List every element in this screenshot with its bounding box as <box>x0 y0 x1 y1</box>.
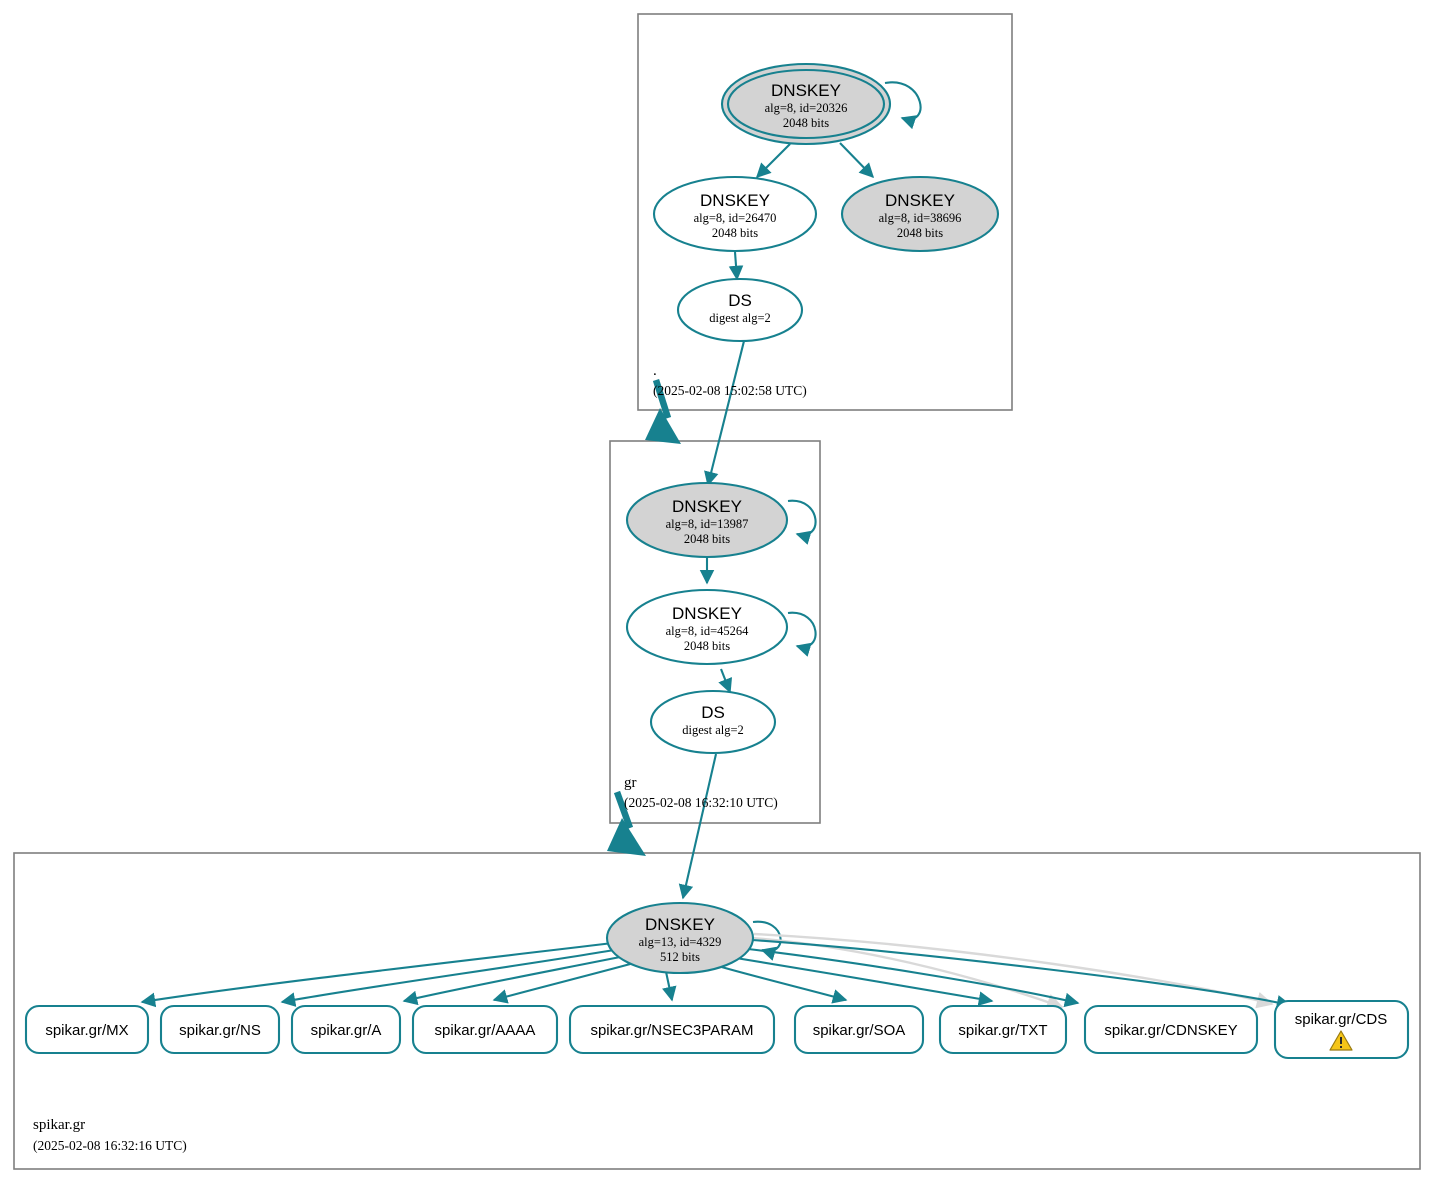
edge-spikar-key-to-cdnskey-insecure <box>751 936 1064 1010</box>
zone-box-root <box>637 13 1013 411</box>
node-gr-dnskey-13987[interactable]: DNSKEY alg=8, id=13987 2048 bits <box>625 481 789 559</box>
edge-root-zsk-to-ds <box>728 251 744 281</box>
rrset-node-txt[interactable]: spikar.gr/TXT <box>938 1004 1068 1055</box>
node-label-line3: 512 bits <box>660 950 700 964</box>
node-label-line2: alg=8, id=45264 <box>666 624 750 638</box>
edge-spikar-key-to-cdnskey <box>747 947 1080 1008</box>
node-label-type: DNSKEY <box>672 497 742 516</box>
edge-spikar-key-to-soa <box>717 964 848 1004</box>
edge-root-ksk-to-key38696 <box>839 142 875 179</box>
edge-spikar-key-to-aaaa <box>492 961 635 1004</box>
rrset-node-soa[interactable]: spikar.gr/SOA <box>793 1004 925 1055</box>
edge-spikar-key-to-a <box>402 955 621 1006</box>
node-gr-dnskey-45264[interactable]: DNSKEY alg=8, id=45264 2048 bits <box>625 588 789 666</box>
node-label-type: DNSKEY <box>700 191 770 210</box>
rrset-label: spikar.gr/TXT <box>958 1022 1047 1039</box>
zone-box-spikar <box>13 852 1421 1170</box>
node-label-line2: alg=8, id=38696 <box>879 211 962 225</box>
edge-gr-ksk-self-sign <box>787 499 817 545</box>
node-label-type: DNSKEY <box>885 191 955 210</box>
node-label-line2: digest alg=2 <box>682 723 744 737</box>
node-label-line2: alg=8, id=20326 <box>765 101 848 115</box>
rrset-label: spikar.gr/NSEC3PARAM <box>590 1022 753 1039</box>
rrset-node-cds[interactable]: spikar.gr/CDS <box>1273 999 1410 1060</box>
node-root-dnskey-38696[interactable]: DNSKEY alg=8, id=38696 2048 bits <box>840 175 1000 253</box>
edge-gr-zsk-self-sign <box>787 611 817 657</box>
rrset-node-cdnskey[interactable]: spikar.gr/CDNSKEY <box>1083 1004 1259 1055</box>
rrset-node-mx[interactable]: spikar.gr/MX <box>24 1004 150 1055</box>
node-label-line2: digest alg=2 <box>709 311 771 325</box>
zone-label-gr: gr <box>624 775 637 791</box>
node-spikar-dnskey-4329[interactable]: DNSKEY alg=13, id=4329 512 bits <box>605 901 755 975</box>
rrset-label: spikar.gr/CDS <box>1295 1011 1388 1028</box>
edge-gr-ds-to-spikar-dnskey <box>678 753 718 900</box>
edge-root-ksk-to-zsk <box>755 143 791 179</box>
node-root-ds[interactable]: DS digest alg=2 <box>676 277 804 343</box>
node-gr-ds[interactable]: DS digest alg=2 <box>649 689 777 755</box>
warning-triangle-icon <box>1329 1030 1353 1051</box>
node-label-type: DS <box>728 291 752 310</box>
node-label-line2: alg=8, id=26470 <box>694 211 777 225</box>
zone-timestamp-spikar: (2025-02-08 16:32:16 UTC) <box>33 1138 187 1153</box>
rrset-label: spikar.gr/SOA <box>813 1022 906 1039</box>
rrset-label: spikar.gr/MX <box>45 1022 128 1039</box>
node-root-dnskey-26470[interactable]: DNSKEY alg=8, id=26470 2048 bits <box>652 175 818 253</box>
zone-timestamp-gr: (2025-02-08 16:32:10 UTC) <box>624 795 778 810</box>
rrset-label: spikar.gr/NS <box>179 1022 261 1039</box>
zone-box-gr <box>609 440 821 824</box>
rrset-label: spikar.gr/AAAA <box>435 1022 536 1039</box>
rrset-node-aaaa[interactable]: spikar.gr/AAAA <box>411 1004 559 1055</box>
node-label-type: DNSKEY <box>645 915 715 934</box>
edge-spikar-key-to-cds-insecure <box>753 932 1274 1009</box>
edge-spikar-key-to-mx <box>140 941 614 1008</box>
node-label-line2: alg=8, id=13987 <box>666 517 749 531</box>
rrset-label: spikar.gr/A <box>311 1022 382 1039</box>
zone-label-spikar: spikar.gr <box>33 1117 85 1133</box>
rrset-node-ns[interactable]: spikar.gr/NS <box>159 1004 281 1055</box>
node-label-line3: 2048 bits <box>684 639 730 653</box>
zone-label-root: . <box>653 363 657 379</box>
node-root-dnskey-20326[interactable]: DNSKEY alg=8, id=20326 2048 bits <box>720 62 892 146</box>
node-label-line2: alg=13, id=4329 <box>639 935 722 949</box>
edge-zone-root-to-gr <box>645 379 681 444</box>
node-label-type: DNSKEY <box>672 604 742 623</box>
edge-root-ksk-self-sign <box>884 81 922 130</box>
rrset-node-nsec3param[interactable]: spikar.gr/NSEC3PARAM <box>568 1004 776 1055</box>
rrset-label: spikar.gr/CDNSKEY <box>1104 1022 1237 1039</box>
edge-gr-zsk-to-ds <box>718 668 733 694</box>
node-label-type: DNSKEY <box>771 81 841 100</box>
edge-spikar-key-to-cds <box>751 938 1292 1010</box>
edge-zone-gr-to-spikar <box>607 790 646 856</box>
node-label-line3: 2048 bits <box>712 226 758 240</box>
node-label-line3: 2048 bits <box>783 116 829 130</box>
edge-spikar-key-to-ns <box>280 948 615 1007</box>
node-label-line3: 2048 bits <box>684 532 730 546</box>
node-label-type: DS <box>701 703 725 722</box>
edge-spikar-key-to-txt <box>735 956 994 1006</box>
edge-root-ds-to-gr-dnskey <box>704 340 746 487</box>
zone-timestamp-root: (2025-02-08 15:02:58 UTC) <box>653 383 807 398</box>
rrset-node-a[interactable]: spikar.gr/A <box>290 1004 402 1055</box>
node-label-line3: 2048 bits <box>897 226 943 240</box>
